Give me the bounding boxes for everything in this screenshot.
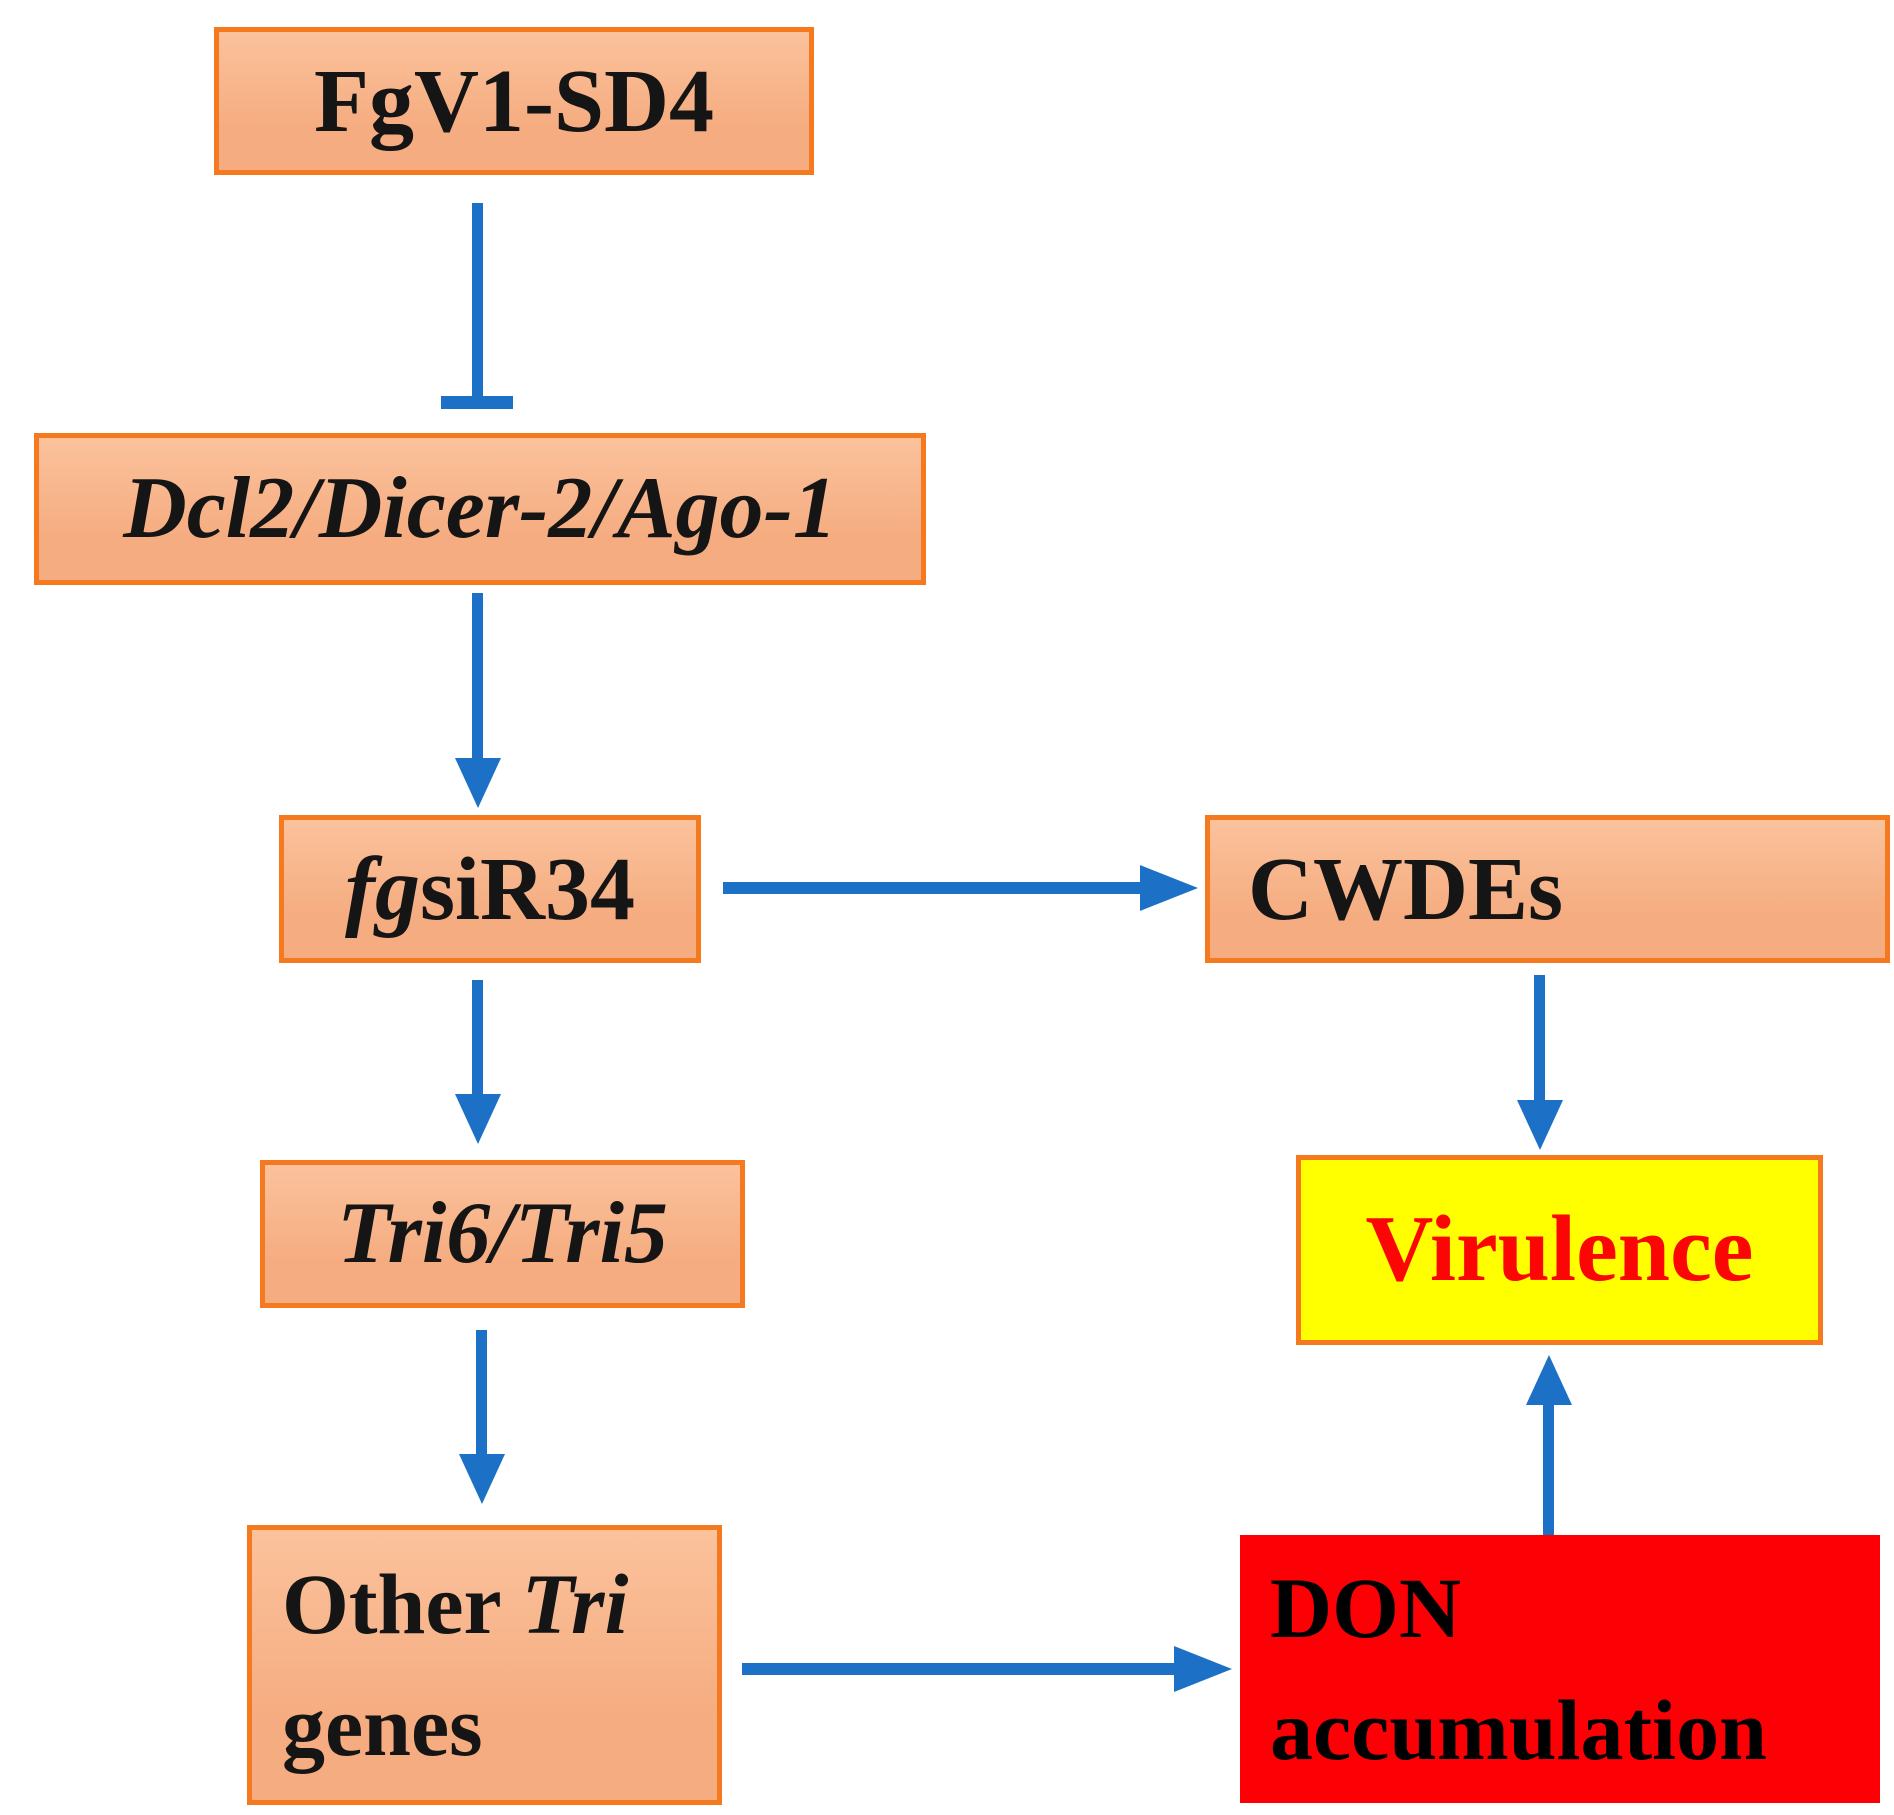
node-other-tri-genes-line2: genes	[282, 1678, 483, 1774]
node-dcl2-dicer2-ago1: Dcl2/Dicer-2/Ago-1	[34, 433, 926, 585]
node-other-tri-genes: Other Tri genes	[247, 1525, 722, 1805]
node-tri6-tri5-label: Tri6/Tri5	[337, 1184, 668, 1282]
arrow-dcl2-to-fgsir34-head-icon	[455, 758, 501, 808]
arrow-fgsir34-to-tri6-head-icon	[455, 1094, 501, 1144]
arrow-fgsir34-to-cwdes-shaft-icon	[723, 882, 1143, 894]
arrow-tri6-to-othertri-head-icon	[459, 1454, 505, 1504]
arrow-don-to-virulence-shaft-icon	[1543, 1401, 1554, 1535]
inhibition-bar-shaft-icon	[472, 203, 483, 398]
arrow-fgsir34-to-tri6-shaft-icon	[472, 980, 483, 1096]
node-fgv1-sd4-label: FgV1-SD4	[314, 51, 714, 151]
arrow-dcl2-to-fgsir34-shaft-icon	[472, 593, 483, 760]
node-don-accumulation: DON accumulation	[1240, 1535, 1880, 1803]
arrow-cwdes-to-virulence-head-icon	[1517, 1100, 1563, 1150]
node-fgv1-sd4: FgV1-SD4	[214, 27, 814, 175]
arrow-don-to-virulence-head-icon	[1526, 1355, 1572, 1405]
arrow-tri6-to-othertri-shaft-icon	[476, 1330, 487, 1456]
arrow-othertri-to-don-shaft-icon	[742, 1663, 1177, 1675]
node-don-accumulation-line2: accumulation	[1270, 1682, 1767, 1778]
node-virulence-label: Virulence	[1365, 1197, 1754, 1302]
node-virulence: Virulence	[1296, 1155, 1823, 1345]
node-tri6-tri5: Tri6/Tri5	[260, 1160, 745, 1308]
node-fgsir34: fgsiR34	[279, 815, 701, 963]
node-cwdes: CWDEs	[1205, 815, 1890, 963]
node-other-tri-genes-line1: Other Tri	[282, 1555, 629, 1652]
arrow-othertri-to-don-head-icon	[1174, 1646, 1232, 1692]
node-fgsir34-label: fgsiR34	[344, 839, 635, 939]
inhibition-t-bar-icon	[441, 396, 513, 409]
node-cwdes-label: CWDEs	[1248, 839, 1564, 939]
node-don-accumulation-line1: DON	[1270, 1559, 1462, 1656]
node-dcl2-dicer2-ago1-label: Dcl2/Dicer-2/Ago-1	[123, 459, 837, 557]
arrow-fgsir34-to-cwdes-head-icon	[1140, 865, 1198, 911]
arrow-cwdes-to-virulence-shaft-icon	[1534, 975, 1545, 1102]
